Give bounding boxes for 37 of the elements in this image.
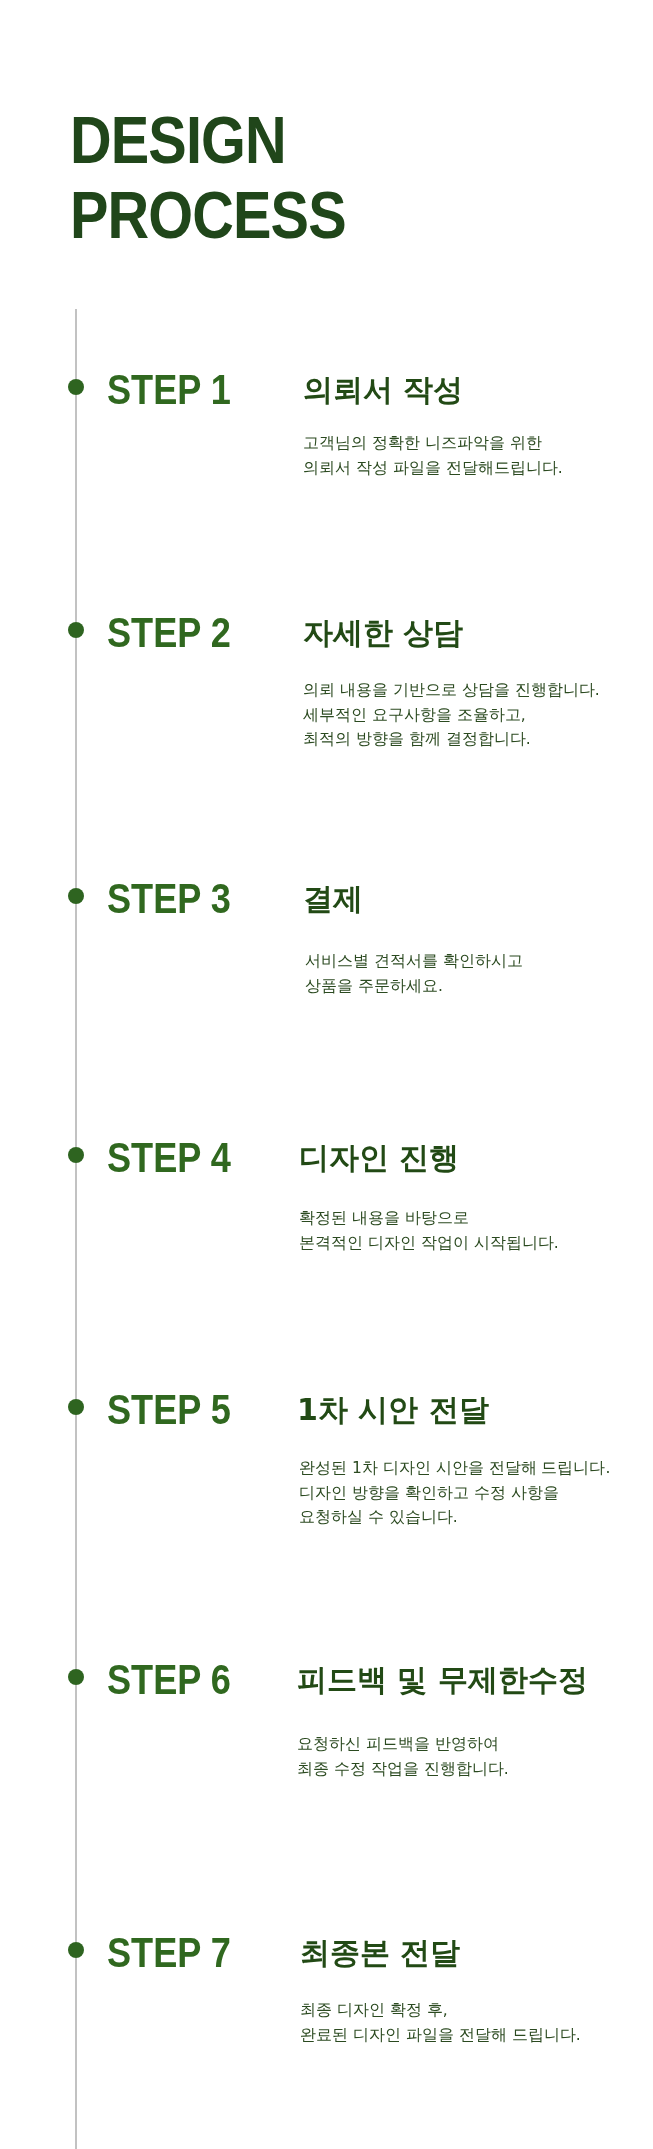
timeline-dot	[68, 1942, 84, 1958]
step-heading: 1차 시안 전달	[297, 1392, 489, 1428]
timeline-dot	[68, 888, 84, 904]
step-description: 확정된 내용을 바탕으로 본격적인 디자인 작업이 시작됩니다.	[299, 1208, 559, 1254]
timeline-line	[75, 1414, 77, 1670]
timeline-dot	[68, 379, 84, 395]
step-label: STEP 5	[107, 1389, 231, 1431]
step-heading: 자세한 상담	[303, 615, 464, 651]
timeline-dot	[68, 622, 84, 638]
step-heading: 피드백 및 무제한수정	[297, 1662, 588, 1698]
step-label: STEP 4	[107, 1137, 231, 1179]
timeline-dot	[68, 1669, 84, 1685]
step-label: STEP 1	[107, 369, 231, 411]
step-description: 의뢰 내용을 기반으로 상담을 진행합니다. 세부적인 요구사항을 조율하고, 최적의 방향을 함께 결정합니다.	[303, 680, 600, 750]
step-description: 서비스별 견적서를 확인하시고 상품을 주문하세요.	[305, 951, 523, 997]
timeline-line	[75, 637, 77, 889]
step-description: 고객님의 정확한 니즈파악을 위한 의뢰서 작성 파일을 전달해드립니다.	[303, 433, 563, 479]
step-label: STEP 2	[107, 612, 231, 654]
timeline-line	[75, 1162, 77, 1400]
step-heading: 결제	[303, 881, 363, 917]
timeline-dot	[68, 1399, 84, 1415]
timeline-line	[75, 308, 77, 380]
step-heading: 의뢰서 작성	[303, 372, 464, 408]
timeline-line	[75, 394, 77, 623]
timeline-line	[75, 903, 77, 1148]
page-title: DESIGN PROCESS	[70, 102, 346, 252]
timeline-line	[75, 1684, 77, 1943]
step-label: STEP 6	[107, 1659, 231, 1701]
timeline-line	[75, 1957, 77, 2149]
step-description: 최종 디자인 확정 후, 완료된 디자인 파일을 전달해 드립니다.	[300, 2000, 581, 2046]
step-description: 완성된 1차 디자인 시안을 전달해 드립니다. 디자인 방향을 확인하고 수정 사항을 요청하실 수 있습니다.	[299, 1458, 611, 1528]
step-label: STEP 3	[107, 878, 231, 920]
step-heading: 디자인 진행	[299, 1140, 460, 1176]
step-label: STEP 7	[107, 1932, 231, 1974]
step-heading: 최종본 전달	[300, 1935, 461, 1971]
step-description: 요청하신 피드백을 반영하여 최종 수정 작업을 진행합니다.	[297, 1734, 509, 1780]
timeline-dot	[68, 1147, 84, 1163]
